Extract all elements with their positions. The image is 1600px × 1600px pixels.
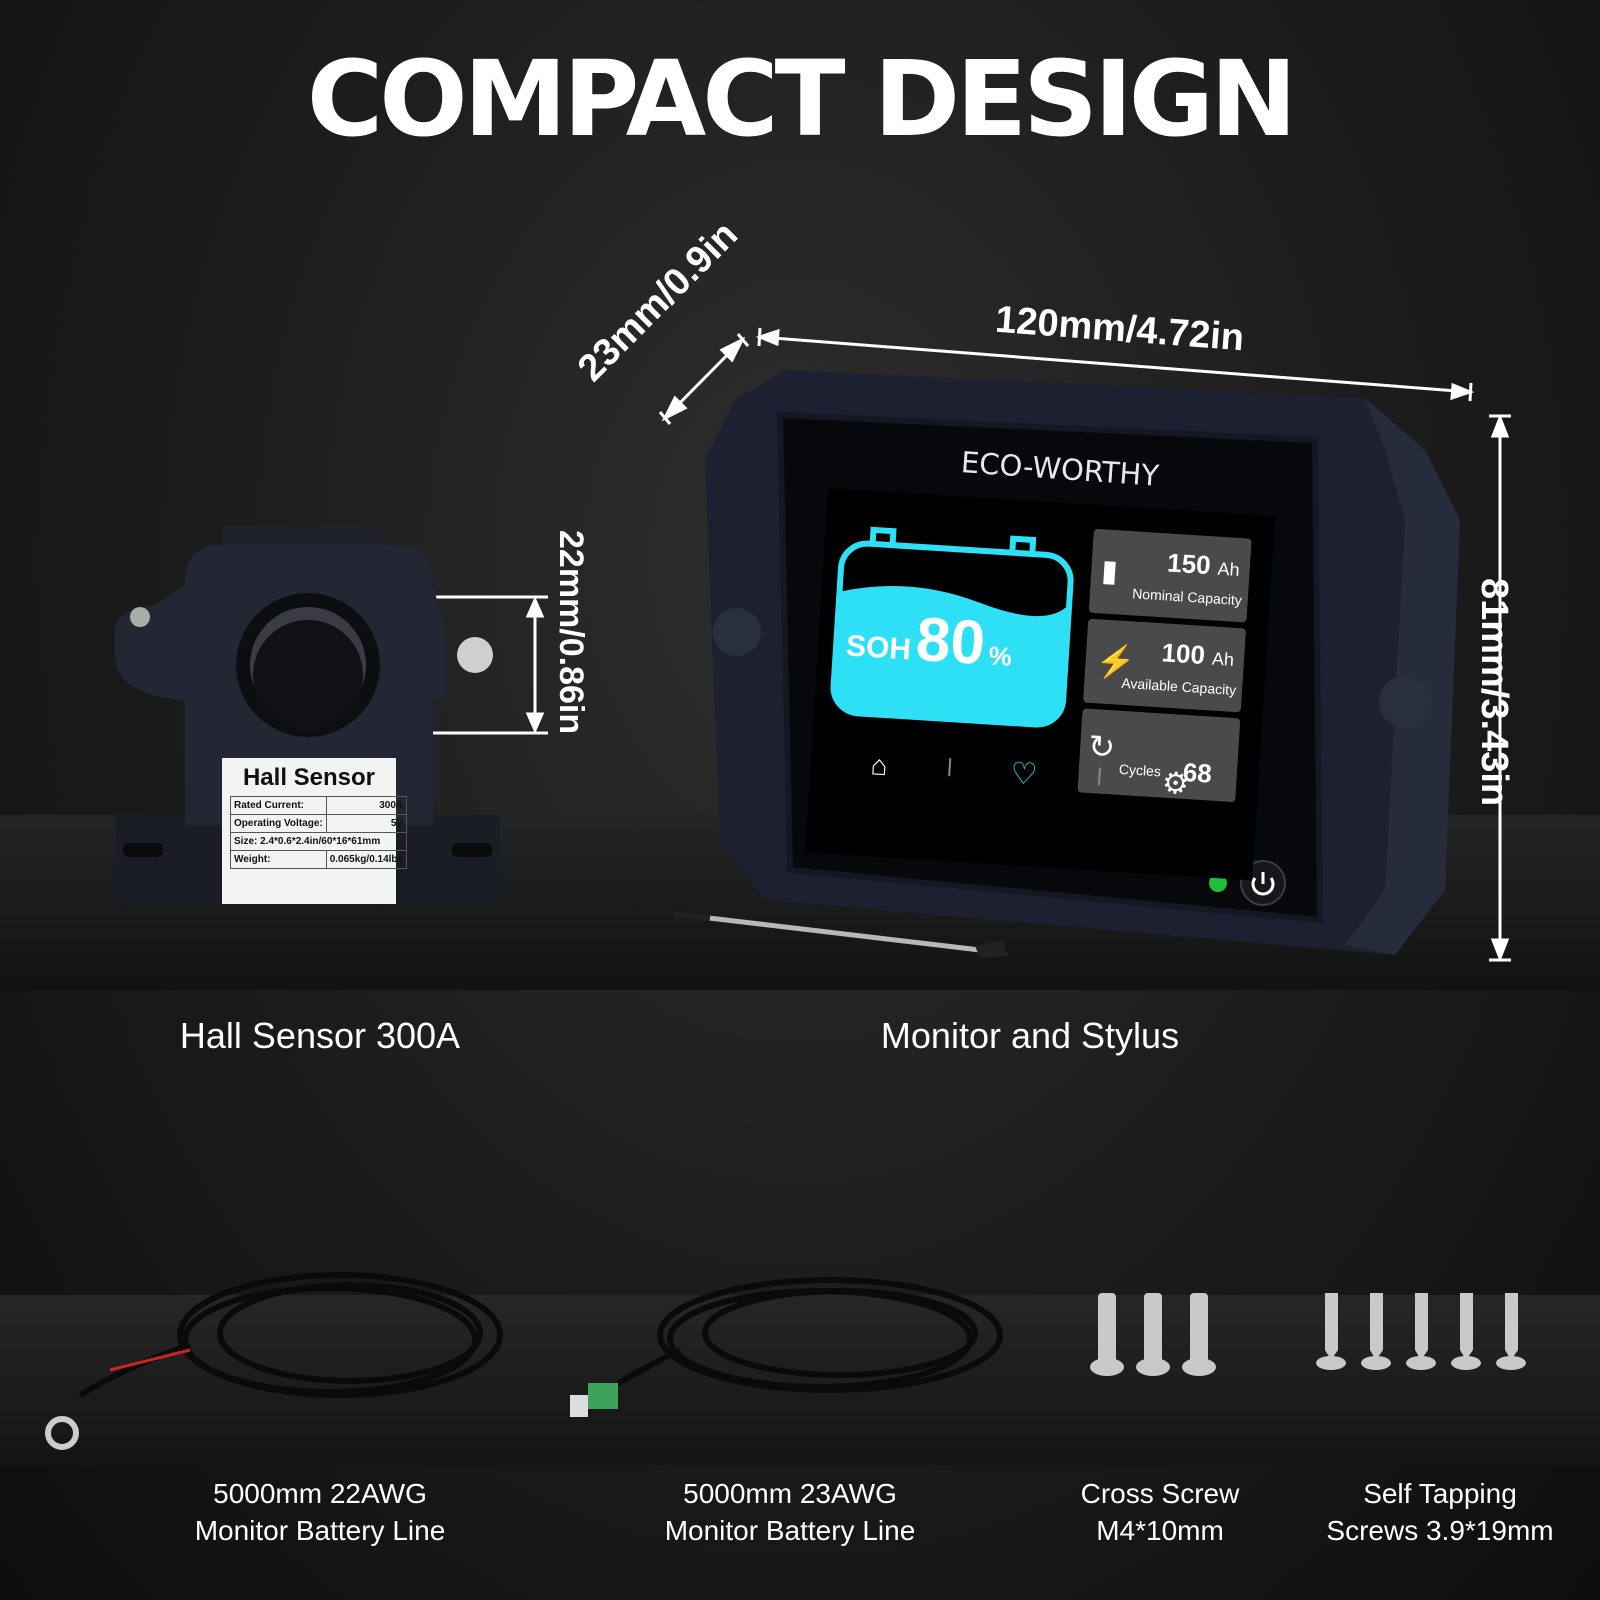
hall-sensor-caption: Hall Sensor 300A — [179, 1015, 461, 1056]
spec-name: Weight: — [230, 850, 327, 869]
card-value: 100 Ah — [1161, 637, 1235, 673]
gear-icon[interactable]: ⚙ — [1161, 766, 1191, 802]
card-value: 150 Ah — [1166, 547, 1240, 583]
monitor-caption: Monitor and Stylus — [880, 1015, 1180, 1056]
power-icon — [1251, 872, 1275, 896]
soh-readout: SOH 80 % — [845, 600, 1015, 681]
soh-label: SOH — [845, 629, 913, 667]
battery-soh-graphic — [830, 526, 1074, 728]
hall-sensor-spec-label: Hall Sensor Rated Current:300A Operating… — [222, 758, 408, 904]
accessory-line2: Monitor Battery Line — [664, 1515, 916, 1546]
monitor-screen: SOH 80 % ▮ 150 Ah Nominal Capacity ⚡ 100… — [805, 488, 1276, 881]
nominal-capacity-card[interactable]: ▮ 150 Ah Nominal Capacity — [1088, 528, 1252, 623]
available-capacity-card[interactable]: ⚡ 100 Ah Available Capacity — [1083, 618, 1247, 713]
cable-22awg — [78, 1272, 503, 1398]
spec-label-title: Hall Sensor — [242, 764, 376, 791]
page-title: COMPACT DESIGN — [306, 38, 1297, 160]
spec-value: 0.065kg/0.14lbs — [325, 850, 408, 869]
accessory-line1: 5000mm 22AWG — [213, 1478, 427, 1509]
accessory-caption-22awg: 5000mm 22AWG Monitor Battery Line — [160, 1475, 480, 1549]
accessory-caption-23awg: 5000mm 23AWG Monitor Battery Line — [630, 1475, 950, 1549]
refresh-icon: ↻ — [1087, 727, 1117, 766]
soh-unit: % — [987, 640, 1013, 672]
accessory-line1: Self Tapping — [1363, 1478, 1517, 1509]
cycles-label: Cycles — [1118, 760, 1162, 780]
accessory-line2: Monitor Battery Line — [194, 1515, 446, 1546]
self-tapping-screws — [1316, 1293, 1526, 1370]
accessory-line2: M4*10mm — [1096, 1515, 1224, 1546]
accessory-line1: Cross Screw — [1080, 1478, 1240, 1509]
available-capacity-unit: Ah — [1211, 648, 1235, 670]
accessory-line2: Screws 3.9*19mm — [1326, 1515, 1554, 1546]
accessories-images — [45, 1272, 1526, 1450]
spec-value: 300A — [325, 796, 408, 815]
available-capacity-label: Available Capacity — [1120, 674, 1237, 699]
nominal-capacity-unit: Ah — [1217, 558, 1241, 580]
battery-icon: ▮ — [1100, 554, 1119, 589]
spec-name: Size: — [234, 836, 258, 847]
cable-23awg — [598, 1277, 1003, 1398]
heart-icon[interactable]: ♡ — [1009, 757, 1039, 792]
nominal-capacity-value: 150 — [1166, 547, 1212, 581]
nav-divider — [948, 758, 952, 777]
stylus-image — [674, 911, 1008, 958]
spec-row: Size: 2.4*0.6*2.4in/60*16*61mm — [229, 832, 408, 851]
accessory-line1: 5000mm 23AWG — [683, 1478, 897, 1509]
spec-value: 2.4*0.6*2.4in/60*16*61mm — [260, 836, 381, 847]
available-capacity-value: 100 — [1160, 637, 1206, 670]
accessory-caption-self-tapping: Self Tapping Screws 3.9*19mm — [1300, 1475, 1580, 1549]
nominal-capacity-label: Nominal Capacity — [1131, 585, 1243, 609]
spec-row: Weight:0.065kg/0.14lbs — [230, 850, 408, 869]
cross-screws — [1090, 1293, 1216, 1376]
home-icon[interactable]: ⌂ — [869, 749, 889, 782]
spec-row: Operating Voltage:5V — [230, 814, 408, 833]
spec-value: 5V — [325, 814, 408, 833]
spec-row: Rated Current:300A — [230, 796, 408, 815]
spec-name: Operating Voltage: — [230, 814, 327, 833]
cycles-card[interactable]: ↻ Cycles 68 — [1077, 708, 1241, 803]
sensor-hole-dimension-label: 22mm/0.86in — [552, 530, 590, 735]
spec-name: Rated Current: — [230, 796, 327, 815]
soh-value: 80 — [913, 604, 988, 679]
height-dimension-label: 81mm/3.43in — [1473, 578, 1515, 807]
accessory-caption-cross-screw: Cross Screw M4*10mm — [1040, 1475, 1280, 1549]
spec-table: Rated Current:300A Operating Voltage:5V … — [229, 796, 408, 869]
